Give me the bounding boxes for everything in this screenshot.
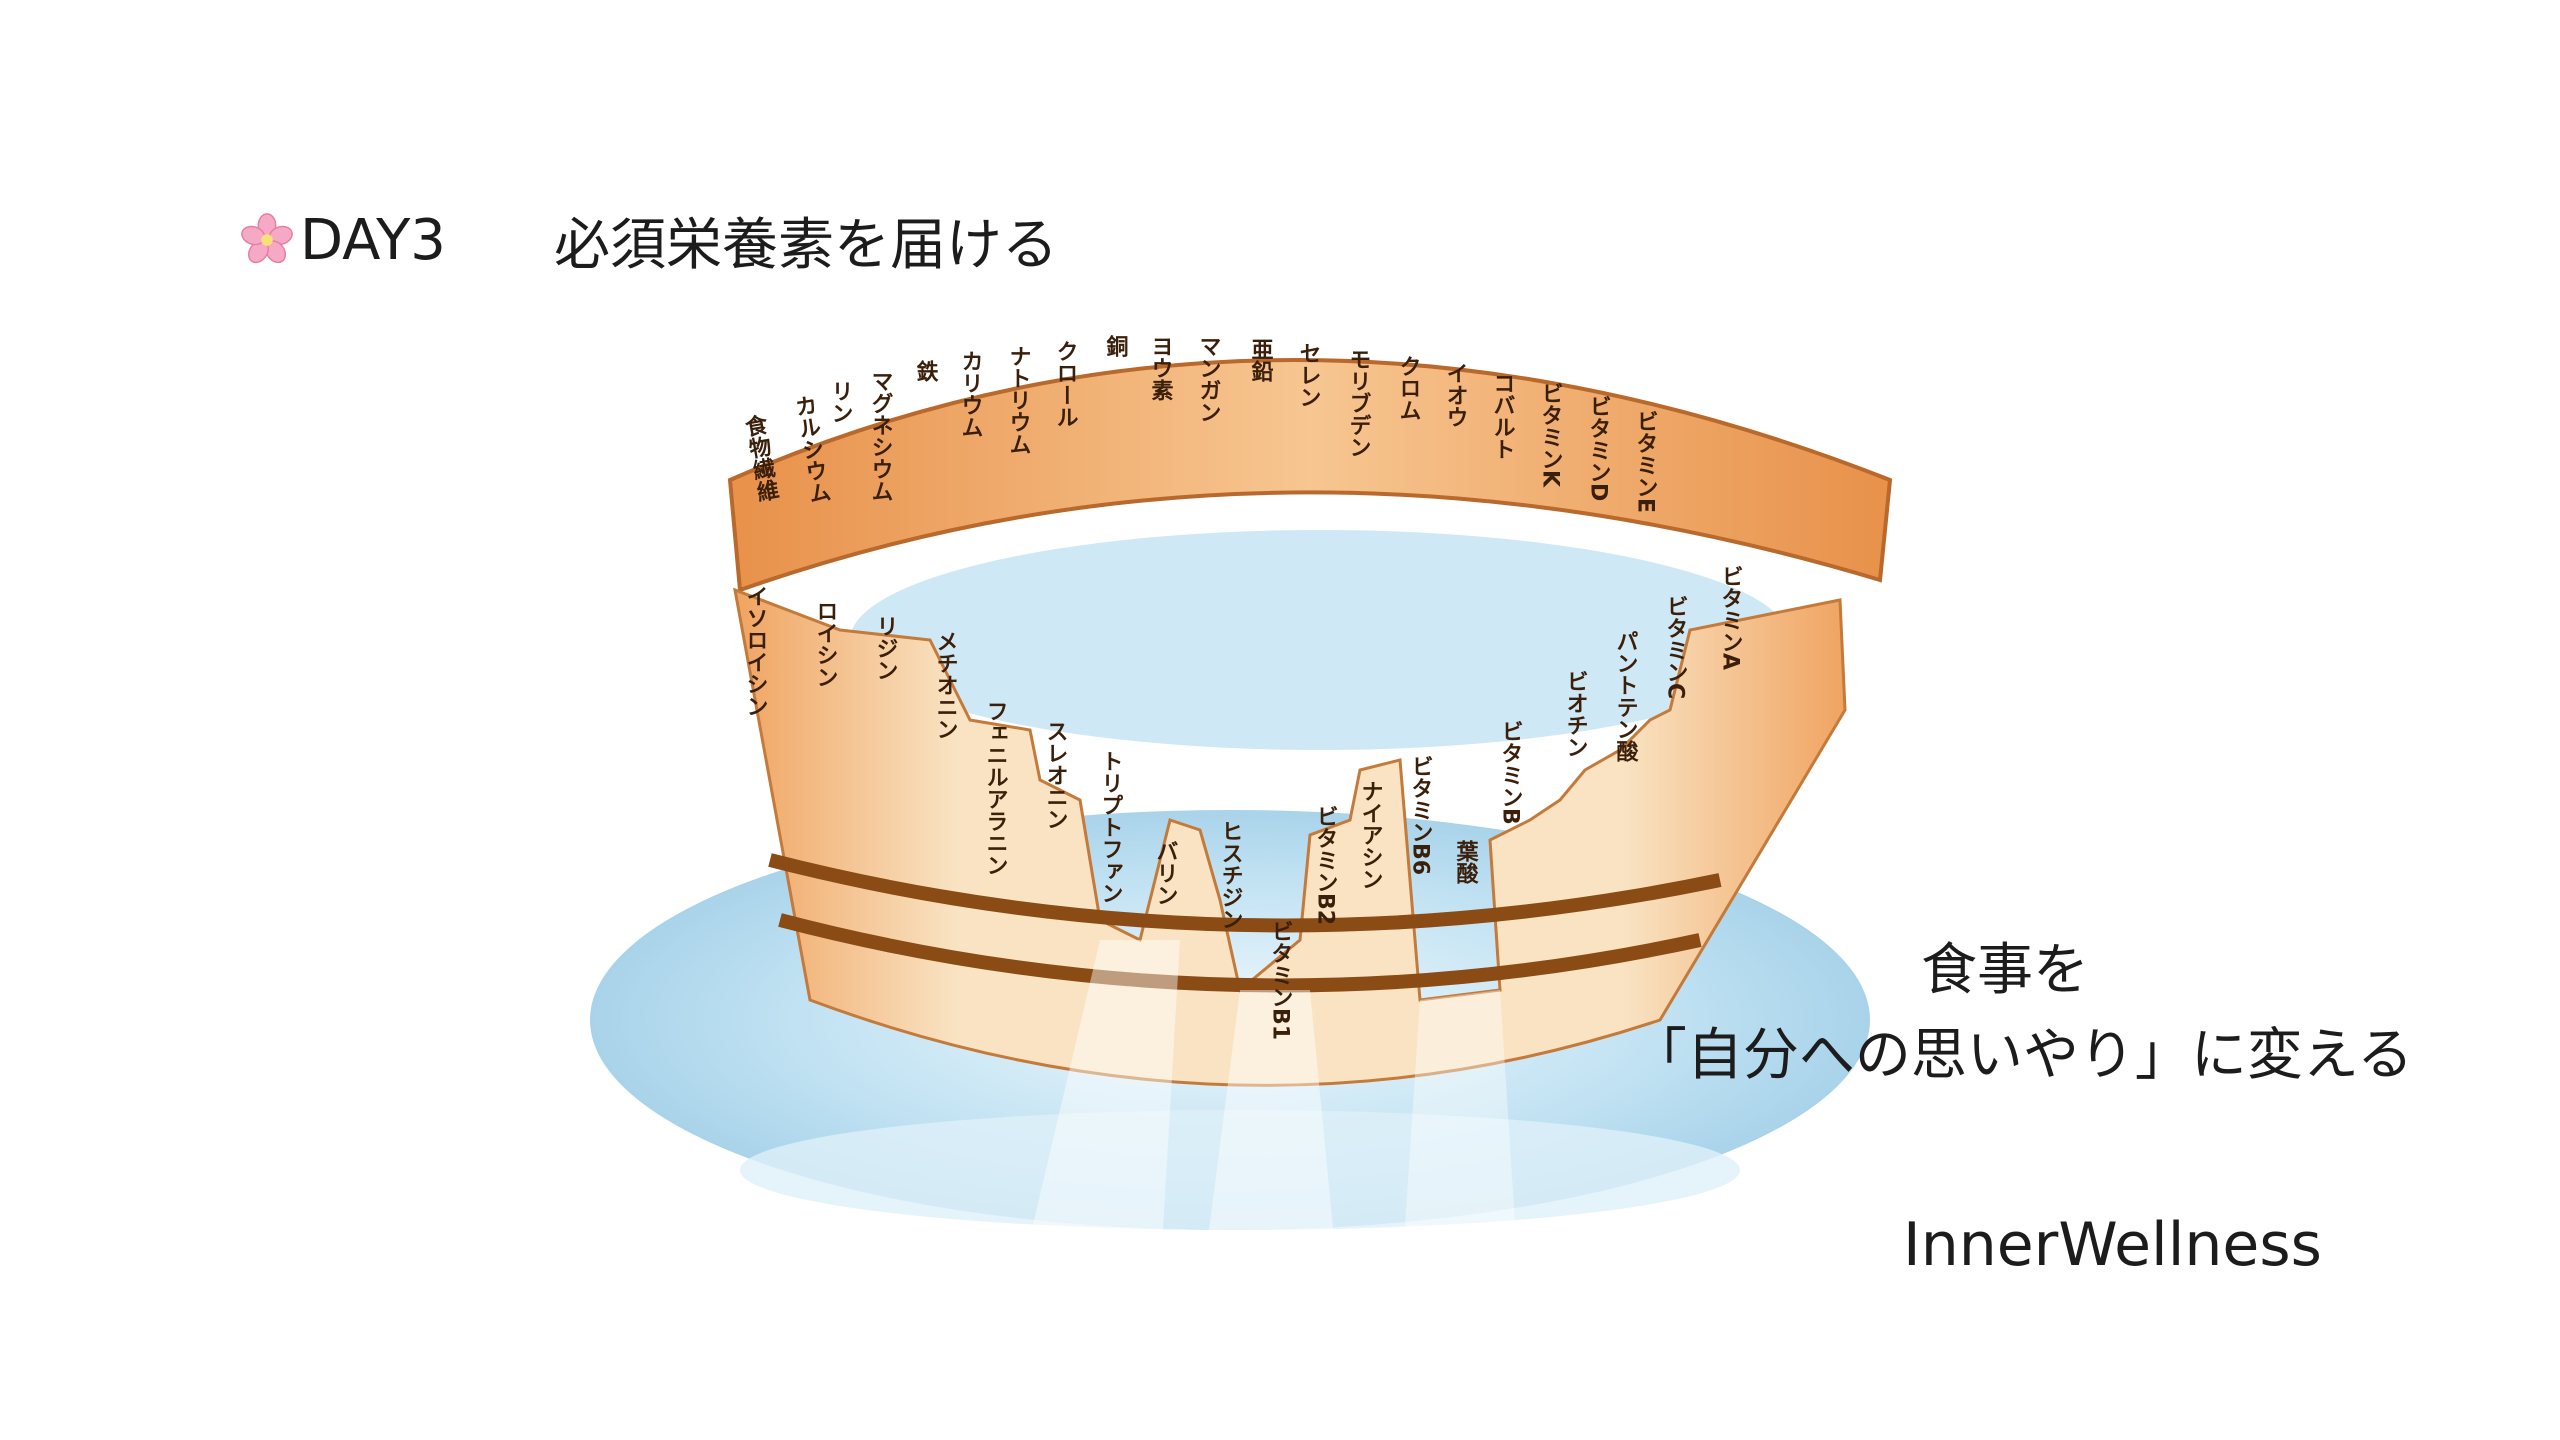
nutrient-label: ロイシン (813, 600, 838, 688)
brand-name: InnerWellness (1903, 1210, 2322, 1280)
nutrient-label: ナトリウム (1006, 345, 1031, 455)
barrel-back-rim (727, 358, 1893, 593)
nutrient-label: パントテン酸 (1613, 630, 1639, 763)
nutrient-label: 銅 (1103, 334, 1129, 358)
nutrient-label: セレン (1296, 342, 1321, 408)
nutrient-label: バリン (1153, 840, 1178, 906)
nutrient-label: 亜鉛 (1248, 338, 1274, 382)
slide-title-row: DAY3 必須栄養素を届ける (238, 200, 1058, 280)
nutrient-label: ビタミンB6 (1408, 755, 1433, 875)
nutrient-label: イソロイシン (743, 585, 768, 717)
nutrient-label: ヒスチジン (1218, 820, 1243, 930)
message-line-2: 「自分への思いやり」に変える (1630, 1023, 2414, 1088)
nutrient-label: コバルト (1490, 372, 1515, 460)
water-surface (850, 530, 1790, 750)
nutrient-label: リン (828, 380, 853, 424)
nutrient-label: ビタミンC (1663, 595, 1688, 699)
barrel-hoop-upper (768, 853, 1722, 933)
nutrient-label: ビタミンA (1718, 565, 1743, 670)
nutrient-label: ビタミンD (1586, 395, 1611, 501)
page-title: 必須栄養素を届ける (553, 212, 1058, 278)
message-line-1: 食事を (1921, 938, 2089, 1003)
nutrient-barrel-illustration: 食物繊維 カルシウム リン マグネシウム 鉄 カリウム ナトリウム クロール 銅… (590, 334, 1893, 1300)
nutrient-label: クロム (1396, 355, 1421, 421)
nutrient-label: ビタミンB (1498, 720, 1523, 825)
nutrient-label: ビタミンK (1538, 382, 1563, 488)
nutrient-label: スレオニン (1043, 720, 1068, 830)
cherry-blossom-icon (241, 213, 293, 264)
nutrient-label: ヨウ素 (1148, 335, 1174, 401)
day-label: DAY3 (300, 207, 446, 273)
nutrient-label: メチオニン (933, 630, 958, 740)
nutrient-label: 葉酸 (1453, 840, 1480, 885)
barrel-hoop-lower (778, 913, 1702, 993)
nutrient-label: トリプトファン (1098, 750, 1123, 904)
nutrient-label: モリブデン (1346, 348, 1371, 458)
nutrient-label: ビタミンB1 (1268, 920, 1293, 1040)
nutrient-label: カリウム (958, 350, 983, 438)
nutrient-label: イオウ (1443, 362, 1468, 428)
nutrient-label: マグネシウム (868, 370, 894, 502)
nutrient-label: ビオチン (1563, 670, 1588, 758)
nutrient-label: マンガン (1196, 335, 1221, 423)
nutrient-label: ナイアシン (1358, 780, 1383, 890)
nutrient-label: 鉄 (913, 359, 939, 383)
nutrient-label: ビタミンB2 (1313, 805, 1338, 925)
nutrient-label: ビタミンE (1633, 410, 1658, 513)
nutrient-label: クロール (1053, 340, 1078, 428)
nutrient-label: リジン (873, 615, 898, 681)
nutrient-label: フェニルアラニン (983, 700, 1008, 876)
